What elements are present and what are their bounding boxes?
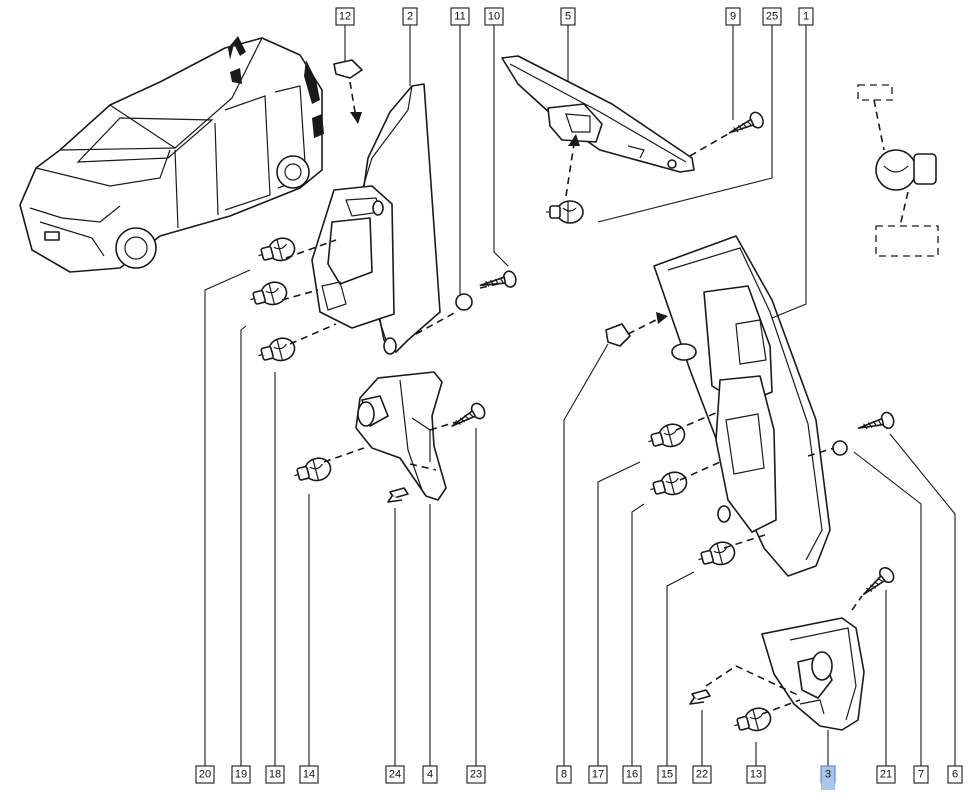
callout-label: 5 (565, 11, 571, 23)
callout-19: 19 (231, 765, 251, 784)
callout-label: 17 (592, 769, 604, 781)
callout-label: 4 (427, 769, 433, 781)
callout-label: 18 (269, 769, 281, 781)
callout-box (725, 7, 741, 26)
callout-box (622, 765, 642, 784)
callout-23: 23 (466, 765, 486, 784)
callout-6: 6 (947, 765, 963, 784)
callout-label: 22 (696, 769, 708, 781)
callout-label: 3 (825, 769, 831, 781)
callout-box (299, 765, 319, 784)
reference-bulb (857, 84, 939, 257)
right-bumper-lamp (761, 617, 865, 731)
callout-16: 16 (622, 765, 642, 784)
callout-box (484, 7, 504, 26)
callout-box (876, 765, 896, 784)
callout-7: 7 (913, 765, 929, 784)
callout-box (402, 7, 418, 26)
callout-20: 20 (195, 765, 215, 784)
callout-label: 24 (389, 769, 401, 781)
callout-label: 6 (952, 769, 958, 781)
callout-highlight-tab (821, 782, 835, 790)
callout-10: 10 (484, 7, 504, 26)
right-rear-lamp (653, 235, 831, 577)
callout-4: 4 (422, 765, 438, 784)
callout-box (692, 765, 712, 784)
fixings (333, 59, 898, 705)
callout-label: 25 (766, 11, 778, 23)
callout-2: 2 (402, 7, 418, 26)
left-rear-lamp (311, 83, 441, 355)
callout-box (422, 765, 438, 784)
callout-label: 9 (730, 11, 736, 23)
callout-8: 8 (556, 765, 572, 784)
callout-21: 21 (876, 765, 896, 784)
callout-box (385, 765, 405, 784)
callout-box (560, 7, 576, 26)
callout-label: 16 (626, 769, 638, 781)
callout-label: 8 (561, 769, 567, 781)
assembly-arrows (281, 81, 863, 715)
callout-label: 14 (303, 769, 315, 781)
callout-9: 9 (725, 7, 741, 26)
callout-box (947, 765, 963, 784)
callout-label: 21 (880, 769, 892, 781)
callout-box (913, 765, 929, 784)
callout-18: 18 (265, 765, 285, 784)
callout-label: 11 (454, 11, 465, 23)
callout-label: 1 (803, 11, 809, 23)
callout-1: 1 (798, 7, 814, 26)
callout-5: 5 (560, 7, 576, 26)
callout-15: 15 (657, 765, 677, 784)
callout-box (450, 7, 470, 26)
callout-label: 2 (407, 11, 413, 23)
callout-box (762, 7, 782, 26)
callout-14: 14 (299, 765, 319, 784)
callout-label: 19 (235, 769, 247, 781)
callout-label: 10 (488, 11, 500, 23)
callout-label: 15 (661, 769, 673, 781)
callout-24: 24 (385, 765, 405, 784)
callout-label: 20 (199, 769, 211, 781)
callout-13: 13 (746, 765, 766, 784)
leader-lines (204, 24, 956, 768)
callouts-top: 12 2 11 10 5 9 25 1 (335, 7, 814, 26)
callout-box (265, 765, 285, 784)
callout-label: 23 (470, 769, 482, 781)
callout-17: 17 (588, 765, 608, 784)
callout-box (335, 7, 355, 26)
callout-box (195, 765, 215, 784)
callout-box (746, 765, 766, 784)
callout-box (466, 765, 486, 784)
callout-label: 7 (918, 769, 924, 781)
callout-22: 22 (692, 765, 712, 784)
left-bumper-lamp (355, 371, 447, 501)
callout-label: 13 (750, 769, 762, 781)
callout-12: 12 (335, 7, 355, 26)
callout-label: 12 (339, 11, 351, 23)
vehicle-illustration (19, 36, 324, 273)
callout-box (657, 765, 677, 784)
callout-11: 11 (450, 7, 470, 26)
callout-25: 25 (762, 7, 782, 26)
callout-box (588, 765, 608, 784)
callout-box (798, 7, 814, 26)
callout-box (231, 765, 251, 784)
callouts-bottom: 20 19 18 14 24 4 23 8 17 16 15 22 13 3 21 7 6 (195, 765, 963, 790)
brake-lamp-strip (501, 55, 695, 173)
callout-3: 3 (820, 765, 836, 784)
callout-box (556, 765, 572, 784)
